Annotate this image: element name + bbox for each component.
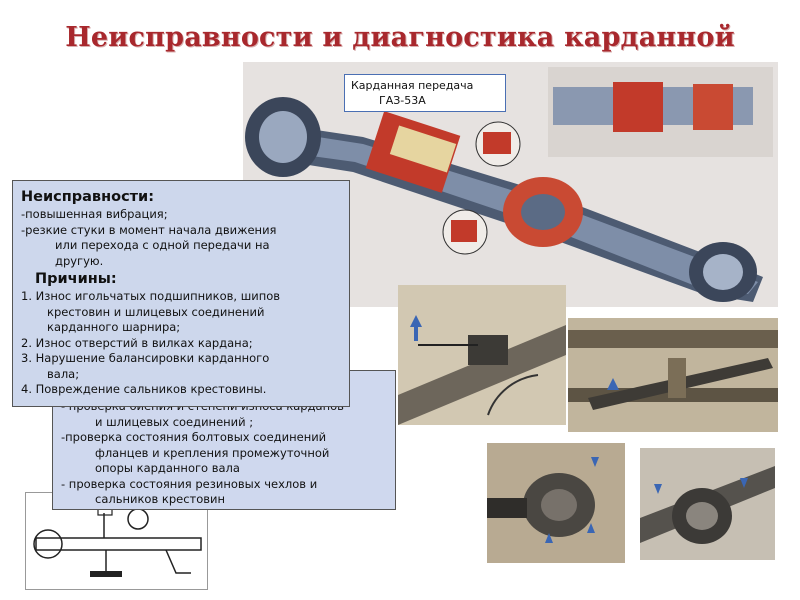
cause-item: вала; [47, 366, 80, 381]
diagnostics-item: опоры карданного вала [95, 461, 240, 475]
cause-item: 3. Нарушение балансировки карданного [21, 351, 270, 365]
diagnostics-item: -проверка состояния болтовых соединений [61, 430, 327, 444]
caption-line-2: ГАЗ-53А [379, 94, 426, 107]
diagnostics-item: фланцев и крепления промежуточной [95, 445, 330, 460]
fault-item: или перехода с одной передачи на [55, 238, 270, 252]
faults-heading: Неисправности: [21, 189, 155, 205]
fault-item: -повышенная вибрация; [21, 207, 168, 221]
caption-line-1: Карданная передача [351, 79, 474, 92]
cause-item: крестовин и шлицевых соединений [47, 304, 265, 319]
fault-item: -резкие стуки в момент начала движения [21, 222, 277, 237]
diagnostics-item: и шлицевых соединений ; [95, 414, 254, 429]
diagnostics-item: - проверка состояния резиновых чехлов и [61, 476, 318, 491]
cause-item: 4. Повреждение сальников крестовины. [21, 382, 267, 396]
cause-item: карданного шарнира; [47, 320, 181, 334]
faults-box: Неисправности: -повышенная вибрация; -ре… [12, 180, 350, 407]
illustration-caption: Карданная передача ГАЗ-53А [344, 74, 506, 112]
support-bearing-photo [640, 448, 775, 560]
cause-item: 2. Износ отверстий в вилках кардана; [21, 335, 253, 350]
cause-item: 1. Износ игольчатых подшипников, шипов [21, 289, 281, 303]
frame-driveshaft-photo [568, 318, 778, 432]
diagnostics-item: сальников крестовин [95, 492, 226, 506]
flange-bolts-photo [487, 443, 625, 563]
fault-item: другую. [55, 253, 104, 268]
dial-indicator-check-photo [398, 285, 566, 425]
causes-heading: Причины: [35, 271, 117, 287]
